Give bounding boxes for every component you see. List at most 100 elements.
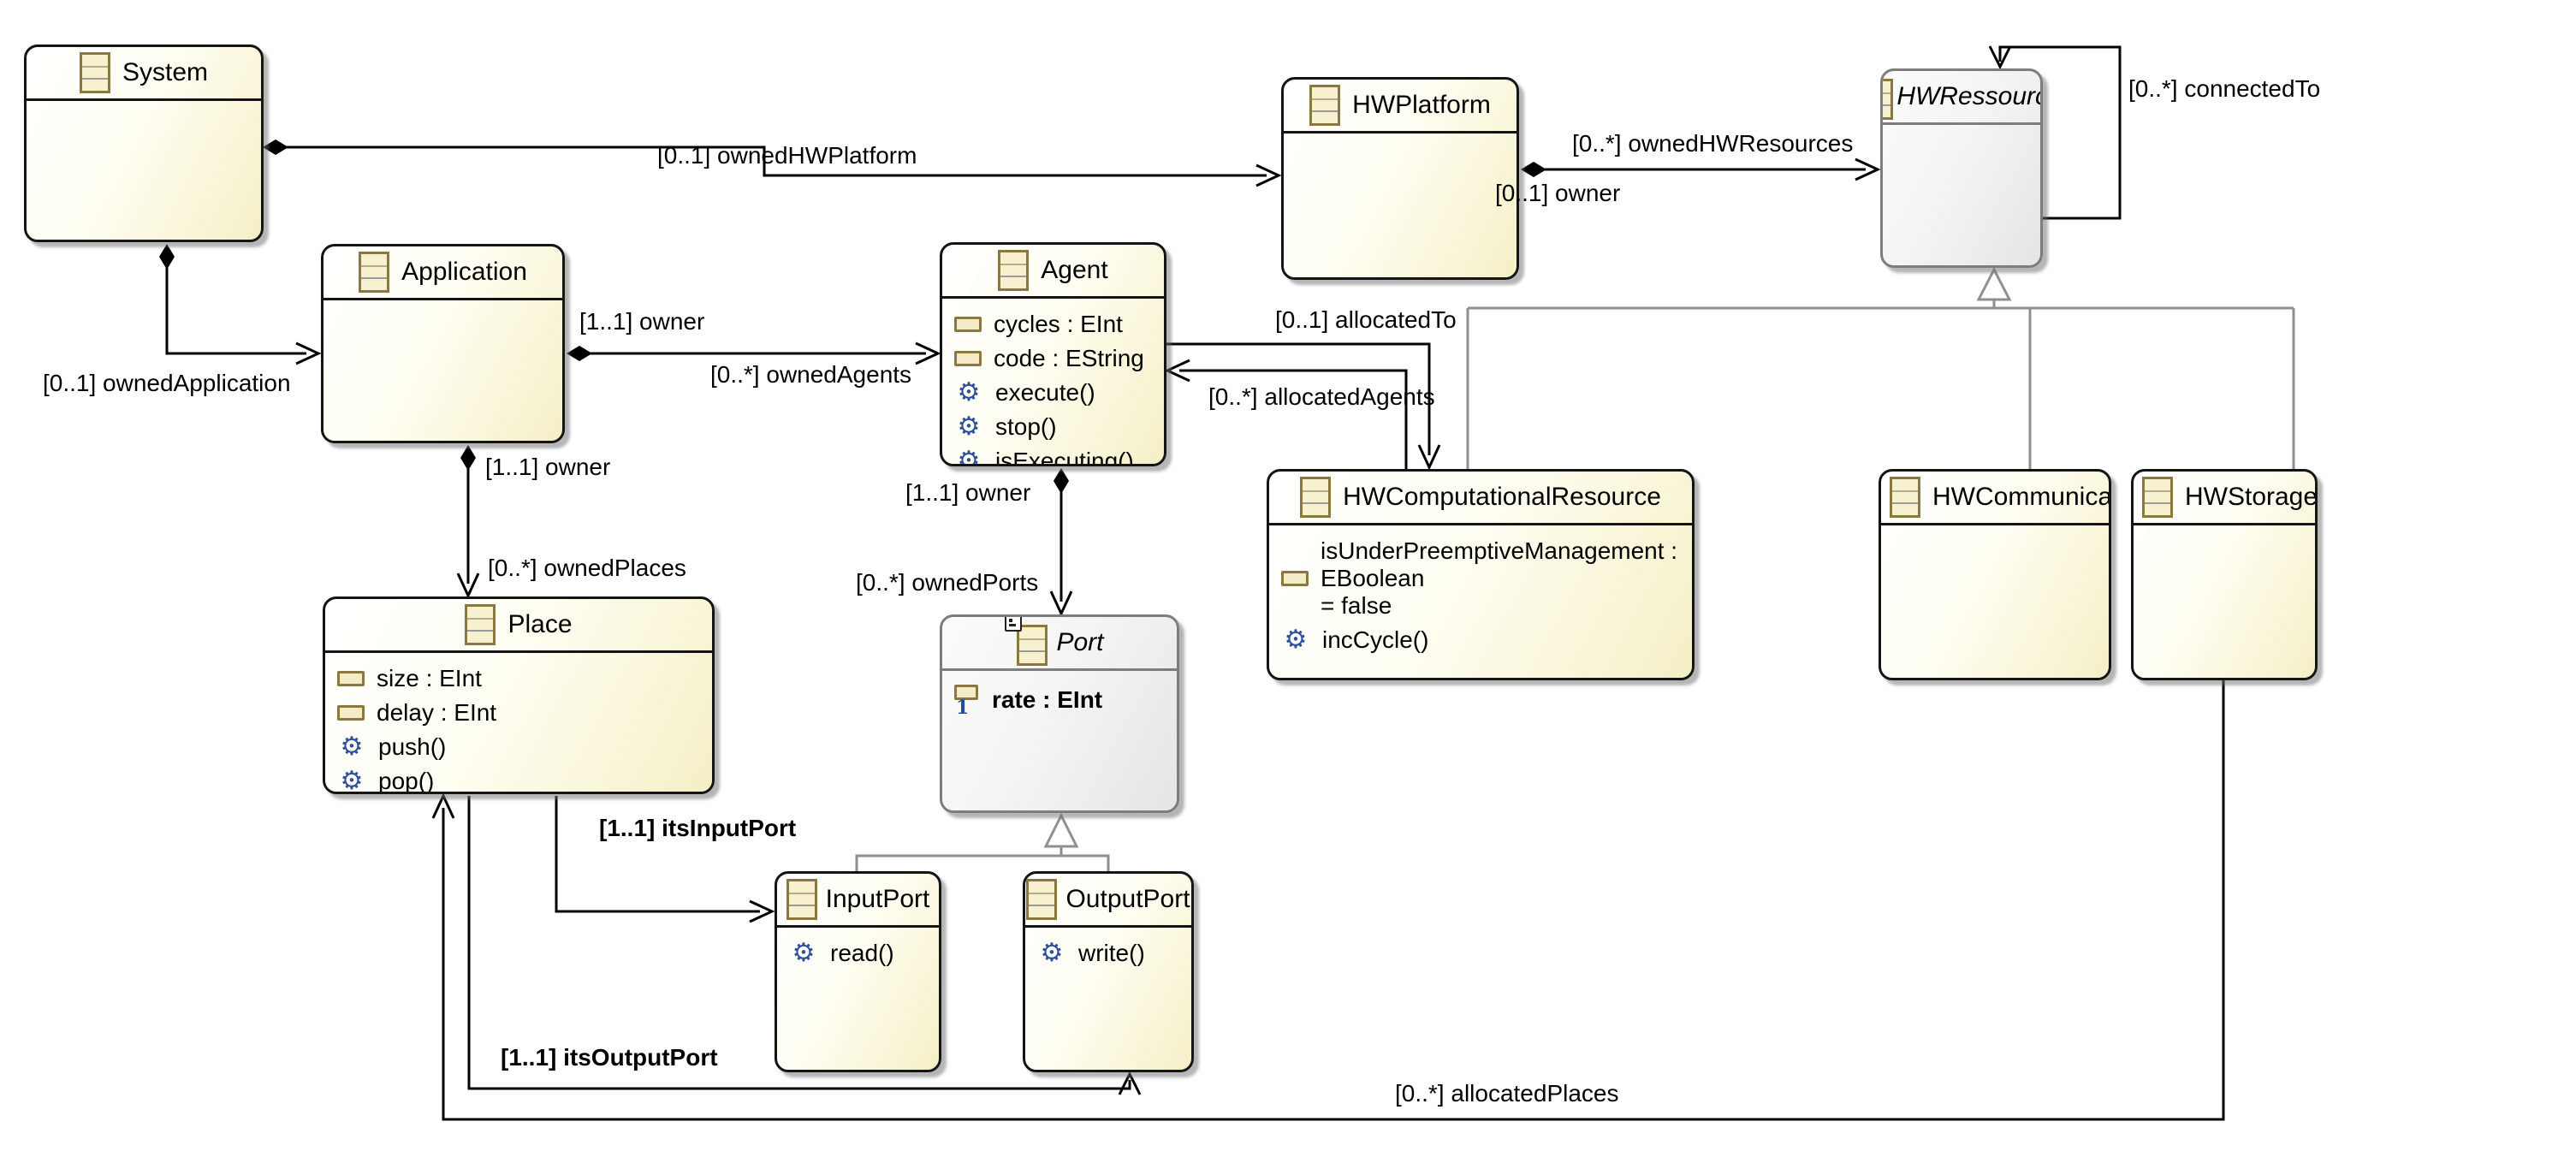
class-hwcommunicationresource[interactable]: HWCommunicationResource [1879, 469, 2111, 680]
attribute-row[interactable]: code : EString [954, 341, 1155, 376]
edge-connectedTo[interactable] [1988, 45, 2122, 220]
edge-label-ownedPlaces[interactable]: [0..*] ownedPlaces [488, 555, 686, 581]
attribute-row[interactable]: isUnderPreemptiveManagement : EBoolean =… [1281, 534, 1683, 623]
abstract-eclass-icon [1005, 617, 1048, 666]
edge-label-port-owner[interactable]: [1..1] owner [905, 479, 1031, 506]
class-name: Application [401, 258, 527, 286]
class-hwressource-header: HWRessource [1883, 71, 2040, 125]
class-hwcomputationalresource[interactable]: HWComputationalResource isUnderPreemptiv… [1267, 469, 1695, 680]
eoperation-gear-icon: ⚙ [957, 378, 981, 406]
operation-row[interactable]: ⚙ stop() [954, 410, 1155, 444]
generalization-hwressource[interactable] [1466, 266, 2295, 469]
eoperation-gear-icon: ⚙ [957, 412, 981, 441]
eoperation-gear-icon: ⚙ [957, 447, 981, 466]
class-outputport[interactable]: OutputPort ⚙ write() [1023, 871, 1194, 1072]
class-system-header: System [27, 47, 261, 101]
edge-label-allocatedAgents[interactable]: [0..*] allocatedAgents [1208, 383, 1435, 410]
edge-label-connectedTo[interactable]: [0..*] connectedTo [2128, 75, 2321, 102]
class-hwstorageresource[interactable]: HWStorageResource [2131, 469, 2318, 680]
class-application[interactable]: Application [321, 244, 565, 443]
edge-itsInputPort[interactable] [555, 796, 775, 923]
operation-text: isExecuting() [995, 448, 1134, 466]
abstract-badge [1005, 617, 1023, 632]
edge-ownedAgents[interactable] [567, 341, 941, 365]
edge-label-ownedPorts[interactable]: [0..*] ownedPorts [856, 569, 1039, 596]
class-name: System [122, 58, 209, 86]
edge-allocatedAgents[interactable] [1164, 359, 1408, 469]
operation-text: stop() [995, 413, 1057, 440]
edge-label-ownedHWResources[interactable]: [0..*] ownedHWResources [1572, 130, 1854, 157]
operation-row[interactable]: ⚙ execute() [954, 376, 1155, 410]
attribute-text: isUnderPreemptiveManagement : EBoolean =… [1321, 537, 1678, 619]
class-port[interactable]: Port 1 rate : EInt [940, 614, 1179, 813]
edge-label-agent-owner[interactable]: [1..1] owner [579, 308, 705, 335]
eclass-icon [359, 252, 390, 293]
attribute-row[interactable]: size : EInt [337, 662, 703, 696]
edge-ownedPorts[interactable] [1049, 468, 1073, 617]
class-hwstorageresource-header: HWStorageResource [2134, 472, 2315, 525]
attribute-text: cycles : EInt [994, 311, 1123, 337]
edge-ownedApplication[interactable] [159, 244, 322, 365]
eoperation-gear-icon: ⚙ [340, 733, 364, 761]
operation-text: read() [830, 940, 894, 966]
eclass-icon [1026, 879, 1058, 920]
operation-row[interactable]: ⚙ incCycle() [1281, 623, 1683, 657]
operation-row[interactable]: ⚙ pop() [337, 764, 703, 794]
class-name: OutputPort [1065, 885, 1190, 913]
operation-text: execute() [995, 379, 1095, 406]
edge-label-ownedHWPlatform[interactable]: [0..1] ownedHWPlatform [657, 142, 917, 169]
edge-label-place-owner[interactable]: [1..1] owner [485, 454, 611, 480]
class-hwressource[interactable]: HWRessource [1880, 68, 2043, 268]
attribute-row[interactable]: cycles : EInt [954, 307, 1155, 341]
edge-label-itsOutputPort[interactable]: [1..1] itsOutputPort [501, 1044, 718, 1071]
class-name: HWPlatform [1352, 91, 1491, 119]
attribute-text: rate : EInt [992, 686, 1103, 713]
edge-ownedPlaces[interactable] [456, 445, 480, 599]
edge-label-hw-owner[interactable]: [0..1] owner [1495, 180, 1621, 206]
class-name: InputPort [825, 885, 930, 913]
edge-label-ownedApplication[interactable]: [0..1] ownedApplication [43, 370, 291, 396]
class-place[interactable]: Place size : EInt delay : EInt ⚙ push() … [323, 596, 715, 794]
class-application-header: Application [323, 246, 562, 300]
eclass-icon [465, 604, 496, 645]
edge-allocatedTo[interactable] [1166, 342, 1441, 471]
class-outputport-header: OutputPort [1025, 874, 1191, 928]
edge-allocatedPlaces[interactable] [431, 680, 2225, 1121]
generalization-port[interactable] [855, 812, 1110, 871]
operation-text: write() [1078, 940, 1145, 966]
class-hwplatform[interactable]: HWPlatform [1281, 77, 1519, 280]
eclass-icon [1890, 477, 1920, 518]
eattribute-icon [337, 671, 365, 686]
operation-row[interactable]: ⚙ isExecuting() [954, 444, 1155, 466]
attribute-text: size : EInt [377, 665, 482, 691]
operation-row[interactable]: ⚙ read() [789, 936, 930, 970]
class-agent[interactable]: Agent cycles : EInt code : EString ⚙ exe… [940, 242, 1166, 466]
operation-row[interactable]: ⚙ push() [337, 730, 703, 764]
edge-itsOutputPort[interactable] [467, 796, 1142, 1095]
class-system[interactable]: System [24, 45, 264, 242]
class-place-header: Place [325, 599, 712, 653]
eoperation-gear-icon: ⚙ [1284, 626, 1308, 654]
edge-label-itsInputPort[interactable]: [1..1] itsInputPort [599, 815, 797, 841]
eattribute-icon [954, 317, 982, 332]
edge-label-allocatedTo[interactable]: [0..1] allocatedTo [1275, 306, 1457, 333]
edge-label-ownedAgents[interactable]: [0..*] ownedAgents [710, 361, 912, 388]
eclass-icon [79, 52, 110, 93]
edge-label-allocatedPlaces[interactable]: [0..*] allocatedPlaces [1395, 1080, 1619, 1107]
eclass-icon [1309, 85, 1341, 126]
attribute-row[interactable]: 1 rate : EInt [954, 679, 1168, 721]
eattribute-icon [954, 351, 982, 366]
edge-ownedHWPlatform[interactable] [263, 139, 1282, 187]
attribute-row[interactable]: delay : EInt [337, 696, 703, 730]
class-inputport[interactable]: InputPort ⚙ read() [775, 871, 941, 1072]
edge-ownedHWResources[interactable] [1521, 157, 1881, 181]
class-name: HWComputationalResource [1343, 483, 1661, 511]
eclass-icon [1300, 477, 1332, 518]
class-port-header: Port [942, 617, 1177, 671]
operation-text: pop() [378, 768, 435, 794]
class-hwplatform-header: HWPlatform [1284, 80, 1517, 134]
eoperation-gear-icon: ⚙ [1040, 939, 1064, 967]
operation-row[interactable]: ⚙ write() [1037, 936, 1183, 970]
